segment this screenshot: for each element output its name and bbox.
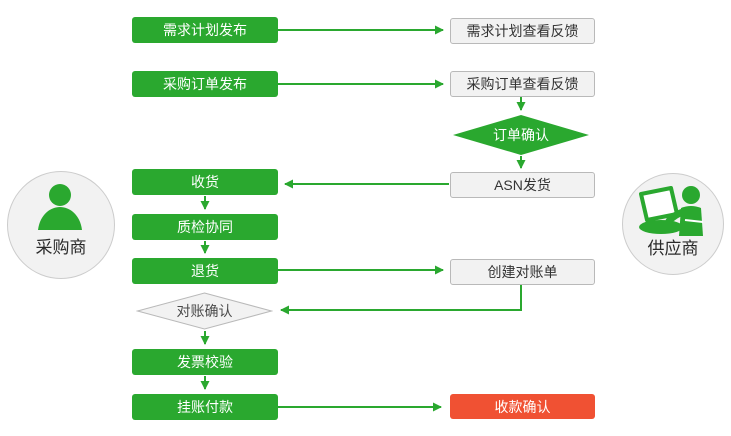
node-label: 采购订单发布 [163, 76, 247, 92]
supplier-label: 供应商 [647, 239, 699, 258]
buyer-actor-circle: 采购商 [7, 171, 115, 279]
node-purchase-order-feedback: 采购订单查看反馈 [450, 71, 595, 97]
arrow-statement-to-reconcile [280, 285, 522, 315]
node-label: 创建对账单 [487, 264, 558, 280]
node-label: ASN发货 [494, 177, 551, 193]
supplier-actor-circle: 供应商 [622, 173, 724, 275]
node-reconcile-confirm: 对账确认 [136, 292, 273, 330]
node-label: 发票校验 [177, 354, 233, 370]
node-label: 挂账付款 [177, 399, 233, 415]
node-label: 退货 [191, 263, 219, 279]
person-laptop-icon [639, 186, 704, 236]
node-quality-collab: 质检协同 [132, 214, 278, 240]
node-return-goods: 退货 [132, 258, 278, 284]
node-payment-confirm: 收款确认 [450, 394, 595, 419]
node-book-payment: 挂账付款 [132, 394, 278, 420]
node-order-confirm: 订单确认 [453, 115, 589, 155]
node-create-statement: 创建对账单 [450, 259, 595, 285]
diamond-shape [453, 115, 589, 155]
diamond-shape [136, 292, 273, 330]
person-icon [38, 184, 82, 230]
node-label: 收款确认 [494, 398, 551, 415]
node-invoice-check: 发票校验 [132, 349, 278, 375]
node-label: 质检协同 [177, 219, 233, 235]
node-label: 收货 [191, 174, 219, 190]
node-demand-plan-publish: 需求计划发布 [132, 17, 278, 43]
node-label: 需求计划查看反馈 [466, 23, 579, 39]
node-receive-goods: 收货 [132, 169, 278, 195]
node-label: 订单确认 [493, 127, 549, 143]
node-label: 对账确认 [176, 303, 233, 319]
buyer-label: 采购商 [35, 238, 87, 257]
node-label: 采购订单查看反馈 [466, 76, 579, 92]
node-label: 需求计划发布 [163, 22, 247, 38]
node-demand-plan-feedback: 需求计划查看反馈 [450, 18, 595, 44]
node-asn-ship: ASN发货 [450, 172, 595, 198]
node-purchase-order-publish: 采购订单发布 [132, 71, 278, 97]
